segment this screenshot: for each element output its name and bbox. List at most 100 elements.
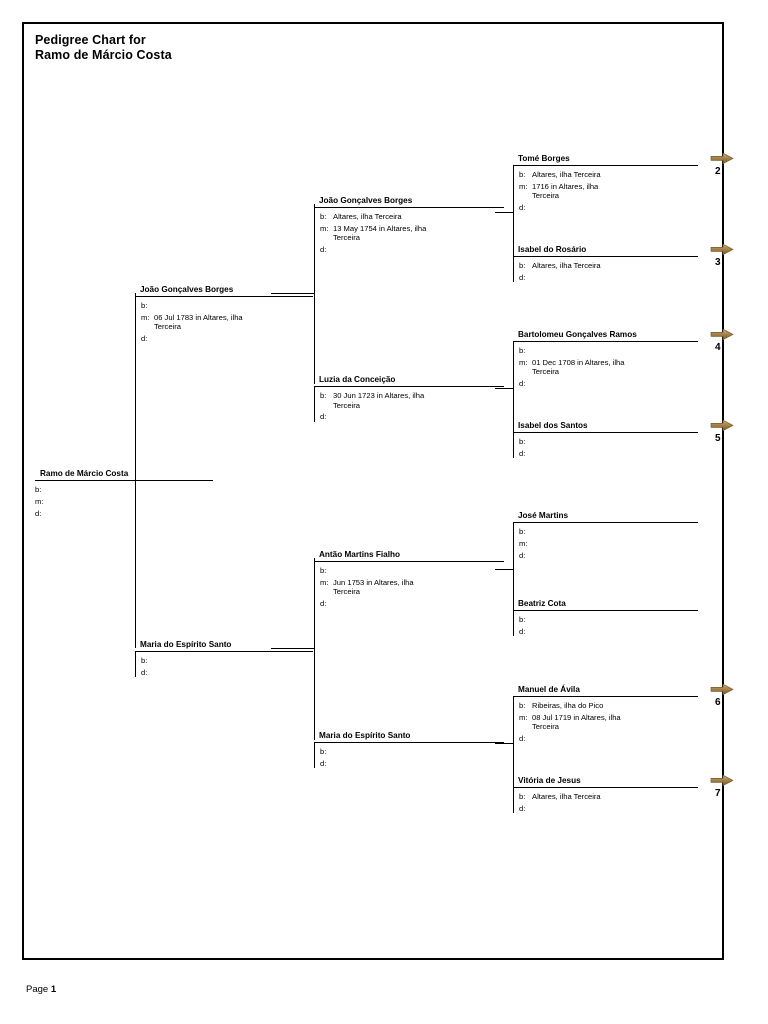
arrow-right-icon: [710, 683, 734, 696]
page-title: Pedigree Chart for Ramo de Márcio Costa: [35, 33, 172, 62]
marriage-label: m:: [519, 181, 528, 191]
birth-value: Altares, ilha Terceira: [532, 792, 601, 801]
person-name: João Gonçalves Borges: [135, 284, 313, 297]
death-label: d:: [320, 758, 327, 768]
connector-gen1f-stub: [135, 293, 136, 294]
person-facts: b: d:: [513, 611, 698, 637]
death-value: [154, 334, 313, 344]
birth-value: [532, 437, 698, 447]
reference-number: 6: [715, 697, 721, 708]
marriage-value: 06 Jul 1783 in Altares, ilha Terceira: [154, 312, 243, 332]
marriage-value: 13 May 1754 in Altares, ilha Terceira: [333, 223, 427, 243]
death-label: d:: [141, 334, 148, 344]
birth-value: [333, 747, 504, 757]
birth-value: Altares, ilha Terceira: [532, 170, 601, 179]
fact-birth: b:: [320, 566, 504, 576]
connector-gen1m-horizontal: [271, 648, 315, 649]
birth-label: b:: [519, 261, 526, 270]
fact-death: d:: [519, 627, 698, 637]
reference-marker-6[interactable]: 6: [710, 683, 734, 708]
person-box-joao-goncalves-borges-gen1[interactable]: João Gonçalves Borges b: m:06 Jul 1783 i…: [135, 284, 313, 346]
marriage-value: [48, 497, 213, 507]
reference-marker-3[interactable]: 3: [710, 243, 734, 268]
death-value: [48, 509, 213, 519]
death-label: d:: [141, 667, 148, 677]
connector-gen2-bottom-vertical: [314, 558, 315, 740]
person-box-manuel-de-avila[interactable]: Manuel de Ávila b:Ribeiras, ilha do Pico…: [513, 684, 698, 746]
birth-label: b:: [320, 747, 327, 756]
birth-label: b:: [519, 527, 526, 536]
death-label: d:: [519, 379, 526, 389]
fact-death: d:: [320, 245, 504, 255]
fact-birth: b:Altares, ilha Terceira: [519, 792, 698, 802]
person-name: Isabel dos Santos: [513, 420, 698, 433]
birth-label: b:: [519, 346, 526, 355]
death-value: [532, 804, 698, 814]
reference-marker-2[interactable]: 2: [710, 152, 734, 177]
death-label: d:: [519, 448, 526, 458]
person-box-bartolomeu-goncalves-ramos[interactable]: Bartolomeu Gonçalves Ramos b: m:01 Dec 1…: [513, 329, 698, 391]
birth-value: [48, 485, 213, 495]
birth-value: Ribeiras, ilha do Pico: [532, 701, 604, 710]
birth-value: [532, 346, 698, 356]
birth-value: Altares, ilha Terceira: [333, 212, 402, 221]
person-facts: b:Altares, ilha Terceira m: 1716 in Altar…: [513, 166, 698, 213]
marriage-label: m:: [519, 357, 528, 367]
fact-death: d:: [320, 759, 504, 769]
birth-label: b:: [320, 566, 327, 575]
death-value: [532, 273, 698, 283]
fact-birth: b:Altares, ilha Terceira: [320, 212, 504, 222]
fact-birth: b:: [519, 615, 698, 625]
person-box-luzia-da-conceicao[interactable]: Luzia da Conceição b:30 Jun 1723 in Alta…: [314, 374, 504, 424]
arrow-right-icon: [710, 152, 734, 165]
fact-death: d:: [35, 509, 213, 519]
death-value: [154, 668, 313, 678]
reference-marker-4[interactable]: 4: [710, 328, 734, 353]
person-box-isabel-do-rosario[interactable]: Isabel do Rosário b:Altares, ilha Tercei…: [513, 244, 698, 285]
fact-death: d:: [141, 668, 313, 678]
page-border: [22, 22, 724, 960]
person-box-isabel-dos-santos[interactable]: Isabel dos Santos b: d:: [513, 420, 698, 461]
person-name: Luzia da Conceição: [314, 374, 504, 387]
person-name: João Gonçalves Borges: [314, 195, 504, 208]
connector-gen2mm-horizontal: [495, 743, 514, 744]
fact-birth: b:Ribeiras, ilha do Pico: [519, 701, 698, 711]
marriage-label: m:: [320, 223, 329, 233]
person-name: Ramo de Márcio Costa: [35, 468, 213, 481]
death-value: [532, 379, 698, 389]
death-label: d:: [519, 272, 526, 282]
connector-gen1f-horizontal: [271, 293, 315, 294]
death-value: [333, 412, 504, 422]
fact-marriage: m:01 Dec 1708 in Altares, ilha Terceira: [519, 358, 698, 377]
person-box-beatriz-cota[interactable]: Beatriz Cota b: d:: [513, 598, 698, 639]
connector-gen2mf-horizontal: [495, 569, 514, 570]
person-facts: b: d:: [314, 743, 504, 769]
birth-label: b:: [519, 437, 526, 446]
reference-number: 7: [715, 788, 721, 799]
person-box-jose-martins[interactable]: José Martins b: m: d:: [513, 510, 698, 562]
birth-value: [333, 566, 504, 576]
person-box-maria-do-espirito-santo-gen2[interactable]: Maria do Espírito Santo b: d:: [314, 730, 504, 771]
death-value: [333, 599, 504, 609]
person-facts: b: m:06 Jul 1783 in Altares, ilha Tercei…: [135, 297, 313, 344]
death-label: d:: [320, 245, 327, 255]
marriage-label: m:: [35, 496, 44, 506]
person-box-maria-do-espirito-santo-gen1[interactable]: Maria do Espírito Santo b: d:: [135, 639, 313, 680]
death-label: d:: [35, 508, 42, 518]
reference-marker-7[interactable]: 7: [710, 774, 734, 799]
fact-death: d:: [519, 551, 698, 561]
fact-birth: b:: [320, 747, 504, 757]
person-box-joao-goncalves-borges-gen2[interactable]: João Gonçalves Borges b:Altares, ilha Te…: [314, 195, 504, 257]
fact-birth: b:: [519, 346, 698, 356]
fact-birth: b:Altares, ilha Terceira: [519, 170, 698, 180]
fact-death: d:: [320, 412, 504, 422]
fact-marriage: m:06 Jul 1783 in Altares, ilha Terceira: [141, 313, 313, 332]
person-box-root-ramo-de-marcio-costa[interactable]: Ramo de Márcio Costa b: m: d:: [35, 468, 213, 520]
marriage-value: 1716 in Altares, ilha Terceira: [532, 181, 599, 201]
page-footer-number: 1: [50, 984, 57, 995]
reference-marker-5[interactable]: 5: [710, 419, 734, 444]
person-box-vitoria-de-jesus[interactable]: Vitória de Jesus b:Altares, ilha Terceir…: [513, 775, 698, 816]
person-box-tome-borges[interactable]: Tomé Borges b:Altares, ilha Terceira m:1…: [513, 153, 698, 215]
fact-marriage: m:08 Jul 1719 in Altares, ilha Terceira: [519, 713, 698, 732]
person-box-antao-martins-fialho[interactable]: Antão Martins Fialho b: m:Jun 1753 in Al…: [314, 549, 504, 611]
